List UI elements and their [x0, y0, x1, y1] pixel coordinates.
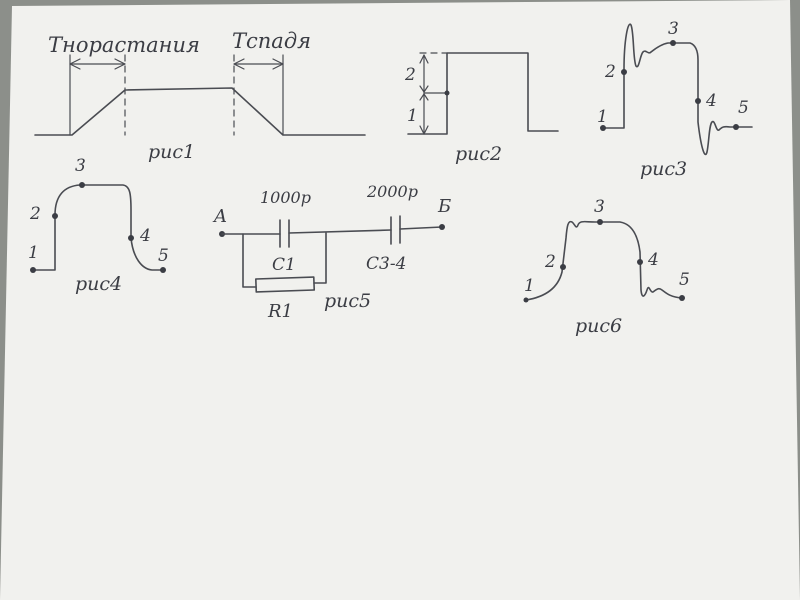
fig6-point-1 — [523, 297, 529, 303]
fig3-label-1: 1 — [597, 107, 608, 127]
fig5-wire-c1-c2 — [288, 229, 392, 234]
fig2-label-2: 2 — [404, 65, 416, 85]
fig3-waveform — [602, 23, 753, 156]
fig6-point-4 — [637, 259, 643, 265]
fig6-label-1: 1 — [524, 276, 535, 296]
fig4-point-2 — [52, 213, 58, 219]
fig5-c2-name: С3-4 — [366, 254, 406, 274]
fig4-point-1 — [30, 267, 36, 273]
fig5-node-b — [439, 224, 445, 230]
fig2-dim-arrow-bottom — [419, 125, 429, 135]
figure-5-rc-circuit: A Б 1000р 2000р С1 С3-4 R1 рис5 — [212, 182, 451, 322]
fig3-point-1 — [600, 125, 606, 131]
fig3-caption: рис3 — [640, 158, 687, 180]
fig6-label-3: 3 — [594, 197, 605, 217]
fig1-fall-arrowhead-right — [272, 58, 284, 70]
fig6-label-5: 5 — [679, 270, 690, 290]
fig2-mid-dot — [444, 90, 450, 96]
fig4-label-3: 3 — [75, 156, 86, 176]
fig3-label-3: 3 — [668, 19, 679, 39]
fig6-label-4: 4 — [647, 250, 659, 270]
fig4-point-3 — [79, 182, 85, 188]
fig4-label-4: 4 — [139, 226, 151, 246]
fig2-dim-arrow-mid-up — [419, 85, 429, 93]
fig5-c1-name: С1 — [272, 255, 296, 275]
fig1-fall-time-label: Тспадя — [232, 29, 311, 53]
fig5-wire-c2-b — [399, 226, 443, 230]
fig4-point-4 — [128, 235, 134, 241]
fig6-point-3 — [597, 219, 603, 225]
fig3-point-3 — [670, 40, 676, 46]
fig2-dim-arrow-mid-down — [419, 93, 429, 101]
fig2-dim-arrow-top — [419, 54, 429, 64]
fig1-caption: рис1 — [148, 141, 195, 163]
figure-3-pulse-with-ringing: 1 2 3 4 5 рис3 — [597, 19, 753, 180]
fig1-rise-arrowhead-left — [69, 58, 81, 70]
figure-4-rounded-pulse: 1 2 3 4 5 рис4 — [28, 156, 169, 295]
fig6-label-2: 2 — [544, 252, 556, 272]
fig5-r1-name: R1 — [267, 301, 293, 322]
fig5-node-a-label: A — [212, 206, 227, 227]
fig1-rise-arrowhead-right — [114, 58, 126, 70]
fig5-c1-value: 1000р — [260, 188, 311, 207]
fig5-node-b-label: Б — [437, 196, 451, 217]
fig4-label-5: 5 — [158, 246, 169, 266]
figure-2-square-pulse: 2 1 рис2 — [404, 52, 559, 165]
fig6-point-2 — [560, 264, 566, 270]
fig3-point-4 — [695, 98, 701, 104]
figure-6-distorted-pulse: 1 2 3 4 5 рис6 — [523, 197, 690, 337]
fig5-resistor-branch-right — [313, 232, 327, 284]
fig3-point-2 — [621, 69, 627, 75]
fig3-label-5: 5 — [738, 98, 749, 118]
fig3-label-2: 2 — [604, 62, 616, 82]
fig6-point-5 — [679, 295, 685, 301]
fig2-label-1: 1 — [407, 106, 418, 126]
figure-1-trapezoid-pulse: Тнорастания Тспадя рис1 — [34, 29, 366, 163]
fig2-waveform — [407, 52, 559, 135]
fig5-resistor-branch-left — [242, 233, 257, 288]
fig6-caption: рис6 — [575, 315, 622, 337]
fig6-waveform — [525, 220, 683, 301]
fig3-label-4: 4 — [705, 91, 717, 111]
fig4-label-2: 2 — [29, 204, 41, 224]
fig1-waveform — [34, 87, 366, 136]
fig5-resistor-r1 — [255, 276, 316, 293]
fig5-c2-value: 2000р — [366, 182, 418, 201]
fig1-fall-arrowhead-left — [233, 58, 245, 70]
fig2-caption: рис2 — [455, 143, 502, 165]
fig4-label-1: 1 — [28, 243, 39, 263]
fig4-point-5 — [160, 267, 166, 273]
fig4-waveform — [31, 184, 164, 271]
fig5-caption: рис5 — [324, 290, 371, 312]
fig3-point-5 — [733, 124, 739, 130]
fig4-caption: рис4 — [75, 273, 122, 295]
fig1-rise-time-label: Тнорастания — [48, 33, 200, 57]
